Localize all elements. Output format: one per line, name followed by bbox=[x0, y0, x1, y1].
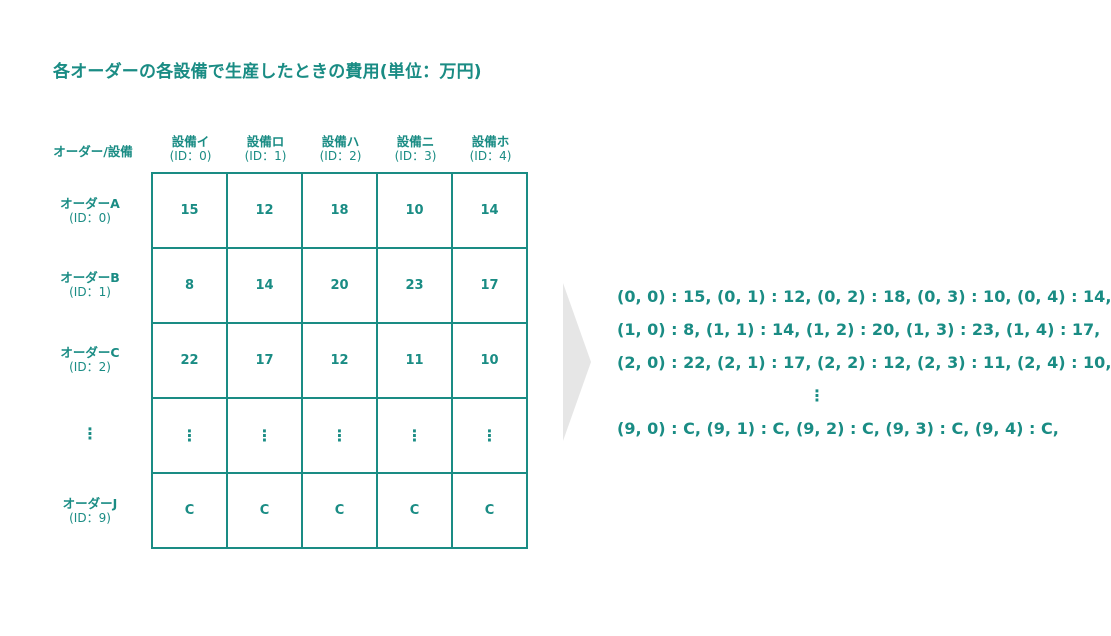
grid-cell-ellipsis: ⋮ bbox=[378, 399, 453, 474]
column-name: 設備イ bbox=[171, 134, 210, 149]
column-name: 設備ロ bbox=[246, 134, 285, 149]
column-id: (ID：2) bbox=[319, 149, 362, 163]
dictionary-line-1: (1, 0) : 8, (1, 1) : 14, (1, 2) : 20, (1… bbox=[617, 320, 1101, 339]
grid-cell: 15 bbox=[153, 174, 228, 249]
row-header-2: オーダーC (ID：2) bbox=[40, 345, 140, 375]
grid-row: C C C C C bbox=[153, 474, 528, 549]
row-name: オーダーB bbox=[60, 270, 120, 285]
diagram-title: 各オーダーの各設備で生産したときの費用(単位：万円) bbox=[53, 62, 482, 82]
grid-cell: C bbox=[378, 474, 453, 549]
column-id: (ID：3) bbox=[394, 149, 437, 163]
dictionary-ellipsis: ⋮ bbox=[809, 386, 825, 405]
row-id: (ID：2) bbox=[69, 360, 111, 374]
column-header-2: 設備ハ (ID：2) bbox=[303, 134, 378, 164]
grid-cell: 17 bbox=[228, 324, 303, 399]
arrow-right-icon bbox=[563, 283, 591, 441]
column-header-1: 設備ロ (ID：1) bbox=[228, 134, 303, 164]
column-name: 設備ニ bbox=[396, 134, 435, 149]
column-id: (ID：0) bbox=[169, 149, 212, 163]
column-id: (ID：4) bbox=[469, 149, 512, 163]
grid-cell-ellipsis: ⋮ bbox=[228, 399, 303, 474]
column-header-4: 設備ホ (ID：4) bbox=[453, 134, 528, 164]
grid-cell: 20 bbox=[303, 249, 378, 324]
row-name: オーダーJ bbox=[62, 496, 118, 511]
column-id: (ID：1) bbox=[244, 149, 287, 163]
dictionary-line-0: (0, 0) : 15, (0, 1) : 12, (0, 2) : 18, (… bbox=[617, 287, 1111, 306]
grid-cell: 14 bbox=[453, 174, 528, 249]
grid-row: ⋮ ⋮ ⋮ ⋮ ⋮ bbox=[153, 399, 528, 474]
grid-cell: 22 bbox=[153, 324, 228, 399]
row-id: (ID：1) bbox=[69, 285, 111, 299]
grid-cell: 11 bbox=[378, 324, 453, 399]
grid-cell: C bbox=[453, 474, 528, 549]
grid-cell-ellipsis: ⋮ bbox=[303, 399, 378, 474]
row-header-4: オーダーJ (ID：9) bbox=[40, 496, 140, 526]
column-name: 設備ホ bbox=[471, 134, 510, 149]
column-header-3: 設備ニ (ID：3) bbox=[378, 134, 453, 164]
grid-cell: 18 bbox=[303, 174, 378, 249]
column-name: 設備ハ bbox=[321, 134, 360, 149]
grid-cell: C bbox=[303, 474, 378, 549]
row-id: (ID：0) bbox=[69, 211, 111, 225]
grid-cell: 12 bbox=[303, 324, 378, 399]
dictionary-line-9: (9, 0) : C, (9, 1) : C, (9, 2) : C, (9, … bbox=[617, 419, 1059, 438]
grid-cell: 17 bbox=[453, 249, 528, 324]
row-header-0: オーダーA (ID：0) bbox=[40, 196, 140, 226]
grid-cell: 14 bbox=[228, 249, 303, 324]
grid-cell-ellipsis: ⋮ bbox=[453, 399, 528, 474]
cost-grid: 15 12 18 10 14 8 14 20 23 17 22 17 12 11… bbox=[151, 172, 528, 549]
grid-cell: C bbox=[228, 474, 303, 549]
row-name: オーダーC bbox=[60, 345, 120, 360]
row-header-1: オーダーB (ID：1) bbox=[40, 270, 140, 300]
dictionary-list: (0, 0) : 15, (0, 1) : 12, (0, 2) : 18, (… bbox=[617, 280, 1111, 445]
corner-label: オーダー/設備 bbox=[53, 144, 133, 159]
row-ellipsis: ⋮ bbox=[82, 424, 98, 443]
row-name: オーダーA bbox=[60, 196, 120, 211]
row-id: (ID：9) bbox=[69, 511, 111, 525]
grid-cell: 10 bbox=[453, 324, 528, 399]
grid-row: 8 14 20 23 17 bbox=[153, 249, 528, 324]
grid-row: 15 12 18 10 14 bbox=[153, 174, 528, 249]
grid-cell-ellipsis: ⋮ bbox=[153, 399, 228, 474]
arrow-shape bbox=[563, 283, 591, 441]
grid-cell: 12 bbox=[228, 174, 303, 249]
grid-row: 22 17 12 11 10 bbox=[153, 324, 528, 399]
column-header-0: 設備イ (ID：0) bbox=[153, 134, 228, 164]
grid-cell: 8 bbox=[153, 249, 228, 324]
grid-cell: 10 bbox=[378, 174, 453, 249]
dictionary-line-2: (2, 0) : 22, (2, 1) : 17, (2, 2) : 12, (… bbox=[617, 353, 1111, 372]
grid-cell: C bbox=[153, 474, 228, 549]
grid-cell: 23 bbox=[378, 249, 453, 324]
